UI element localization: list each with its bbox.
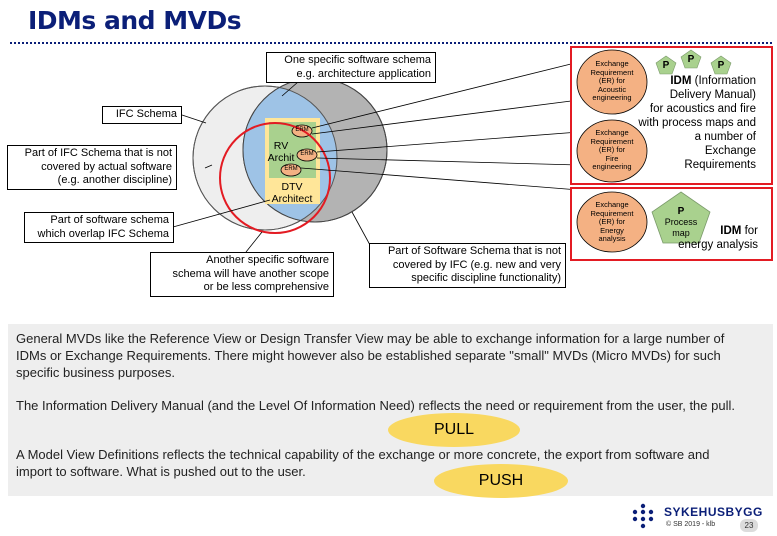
paragraph-push: A Model View Definitions reflects the te… <box>16 447 710 479</box>
erm-label-3: ERM <box>284 166 298 172</box>
connector-lines <box>172 61 580 253</box>
copyright-text: © SB 2019 - klb <box>666 521 716 528</box>
one-schema-callout: One specific software schema e.g. archit… <box>266 52 436 83</box>
process-icon-2 <box>680 49 702 69</box>
brand-name: SYKEHUSBYGG <box>664 505 763 519</box>
sykehusbygg-logo-icon <box>632 503 654 529</box>
paragraph-mvd: General MVDs like the Reference View or … <box>16 331 725 380</box>
idm-energy-text: IDM for energy analysis <box>678 225 758 251</box>
process-icon-1-label: P <box>662 60 670 71</box>
er-acoustic-oval <box>576 49 648 115</box>
er-acoustic-text: Exchange Requirement (ER) for Acoustic e… <box>590 59 634 102</box>
er-energy-text: Exchange Requirement (ER) for Energy ana… <box>590 200 634 243</box>
process-icon-1 <box>655 55 677 75</box>
pull-badge: PULL <box>388 413 520 447</box>
another-schema-circle <box>219 122 331 234</box>
explanation-panel <box>8 324 773 496</box>
part-ifc-not-covered-callout: Part of IFC Schema that is not covered b… <box>7 145 177 190</box>
schema-diagram <box>172 46 773 261</box>
dtv-label: DTV Architect <box>271 181 313 205</box>
process-icon-2-label: P <box>687 54 695 65</box>
part-sw-not-covered-callout: Part of Software Schema that is not cove… <box>369 243 566 288</box>
erm-label-1: ERM <box>295 127 309 133</box>
process-map-icon <box>651 191 711 244</box>
er-energy-oval <box>576 191 648 253</box>
process-map-label: P Process map <box>664 206 698 238</box>
process-icon-3 <box>710 55 732 75</box>
idm-acoustic-fire-text: IDM (Information Delivery Manual) for ac… <box>638 75 756 171</box>
part-overlap-callout: Part of software schema which overlap IF… <box>24 212 174 243</box>
er-fire-text: Exchange Requirement (ER) for Fire engin… <box>590 128 634 171</box>
erm-label-2: ERM <box>300 151 314 157</box>
paragraph-idm: The Information Delivery Manual (and the… <box>16 398 735 413</box>
er-fire-oval <box>576 119 648 183</box>
another-schema-callout: Another specific software schema will ha… <box>150 252 334 297</box>
page-number: 23 <box>740 519 758 532</box>
ifc-schema-callout: IFC Schema <box>102 106 182 124</box>
rv-label: RV Archit <box>267 140 295 164</box>
title-divider <box>10 42 772 44</box>
page-title: IDMs and MVDs <box>28 6 242 35</box>
erm-oval-3 <box>280 163 302 177</box>
process-icon-3-label: P <box>717 60 725 71</box>
erm-oval-2 <box>296 148 318 162</box>
push-badge: PUSH <box>434 464 568 498</box>
